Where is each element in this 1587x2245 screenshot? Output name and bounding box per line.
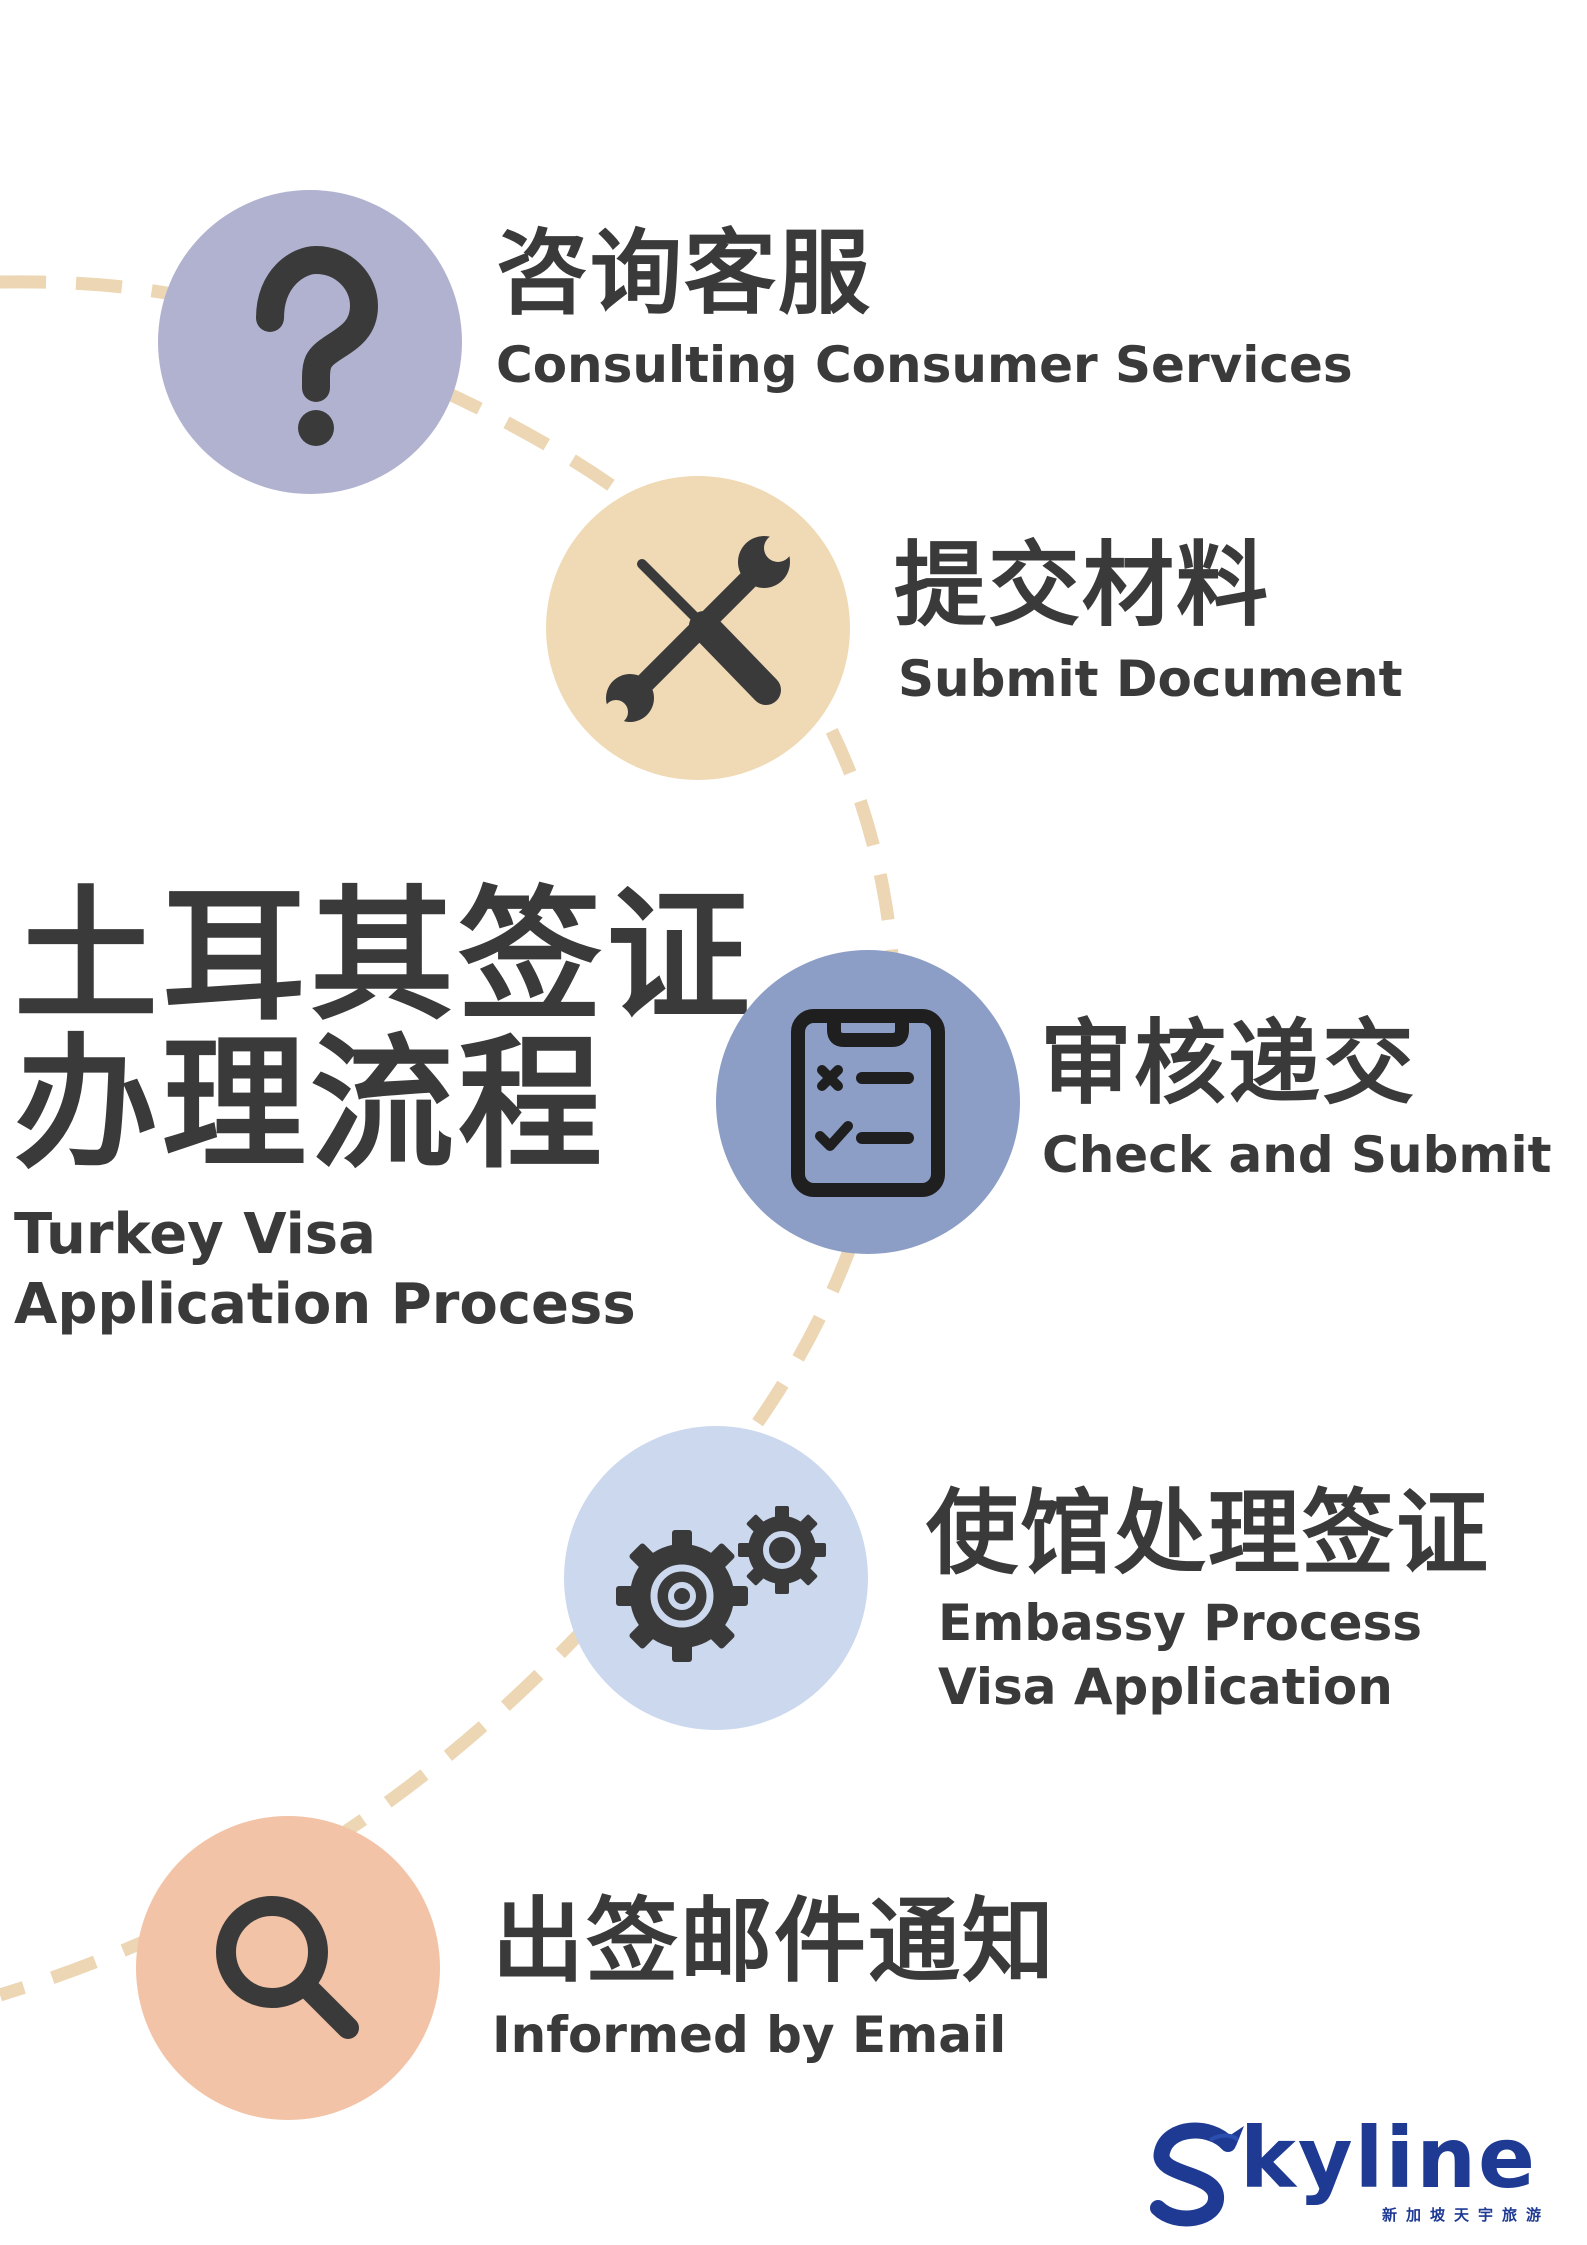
title-en-line2: Application Process xyxy=(14,1272,636,1337)
wrench-screwdriver-icon xyxy=(604,534,792,724)
logo-wordmark: kyline xyxy=(1240,2109,1537,2207)
question-mark-icon xyxy=(256,245,379,446)
step-email-title: 出签邮件通知 xyxy=(492,1888,1057,1995)
step-email-circle xyxy=(136,1816,440,2120)
title-zh-line1: 土耳其签证 xyxy=(14,872,755,1040)
title-en-line1: Turkey Visa xyxy=(14,1202,376,1267)
step-consulting-circle xyxy=(158,190,462,494)
step-consulting-title: 咨询客服 xyxy=(496,220,873,327)
step-check-subtitle: Check and Submit xyxy=(1042,1126,1552,1184)
step-submit-title: 提交材料 xyxy=(894,532,1271,639)
clipboard-checklist-icon xyxy=(791,1009,945,1197)
step-submit-subtitle: Submit Document xyxy=(898,650,1403,708)
skyline-logo: kyline 新加坡天宇旅游 xyxy=(1140,2109,1560,2231)
logo-subtitle: 新加坡天宇旅游 xyxy=(1382,2206,1551,2224)
step-consulting-subtitle: Consulting Consumer Services xyxy=(496,336,1353,394)
step-check-circle xyxy=(716,950,1020,1254)
title-zh-line2: 办理流程 xyxy=(14,1020,607,1188)
skyline-dragon-s-icon xyxy=(1150,2122,1244,2227)
step-check-title: 审核递交 xyxy=(1040,1010,1417,1117)
gears-icon xyxy=(616,1506,826,1662)
magnifier-icon xyxy=(216,1896,359,2039)
step-email-subtitle: Informed by Email xyxy=(492,2006,1007,2064)
step-embassy-circle xyxy=(564,1426,868,1730)
step-embassy-subtitle-line2: Visa Application xyxy=(938,1658,1393,1716)
step-submit-circle xyxy=(546,476,850,780)
step-embassy-title: 使馆处理签证 xyxy=(926,1480,1491,1587)
step-embassy-subtitle-line1: Embassy Process xyxy=(938,1594,1423,1652)
